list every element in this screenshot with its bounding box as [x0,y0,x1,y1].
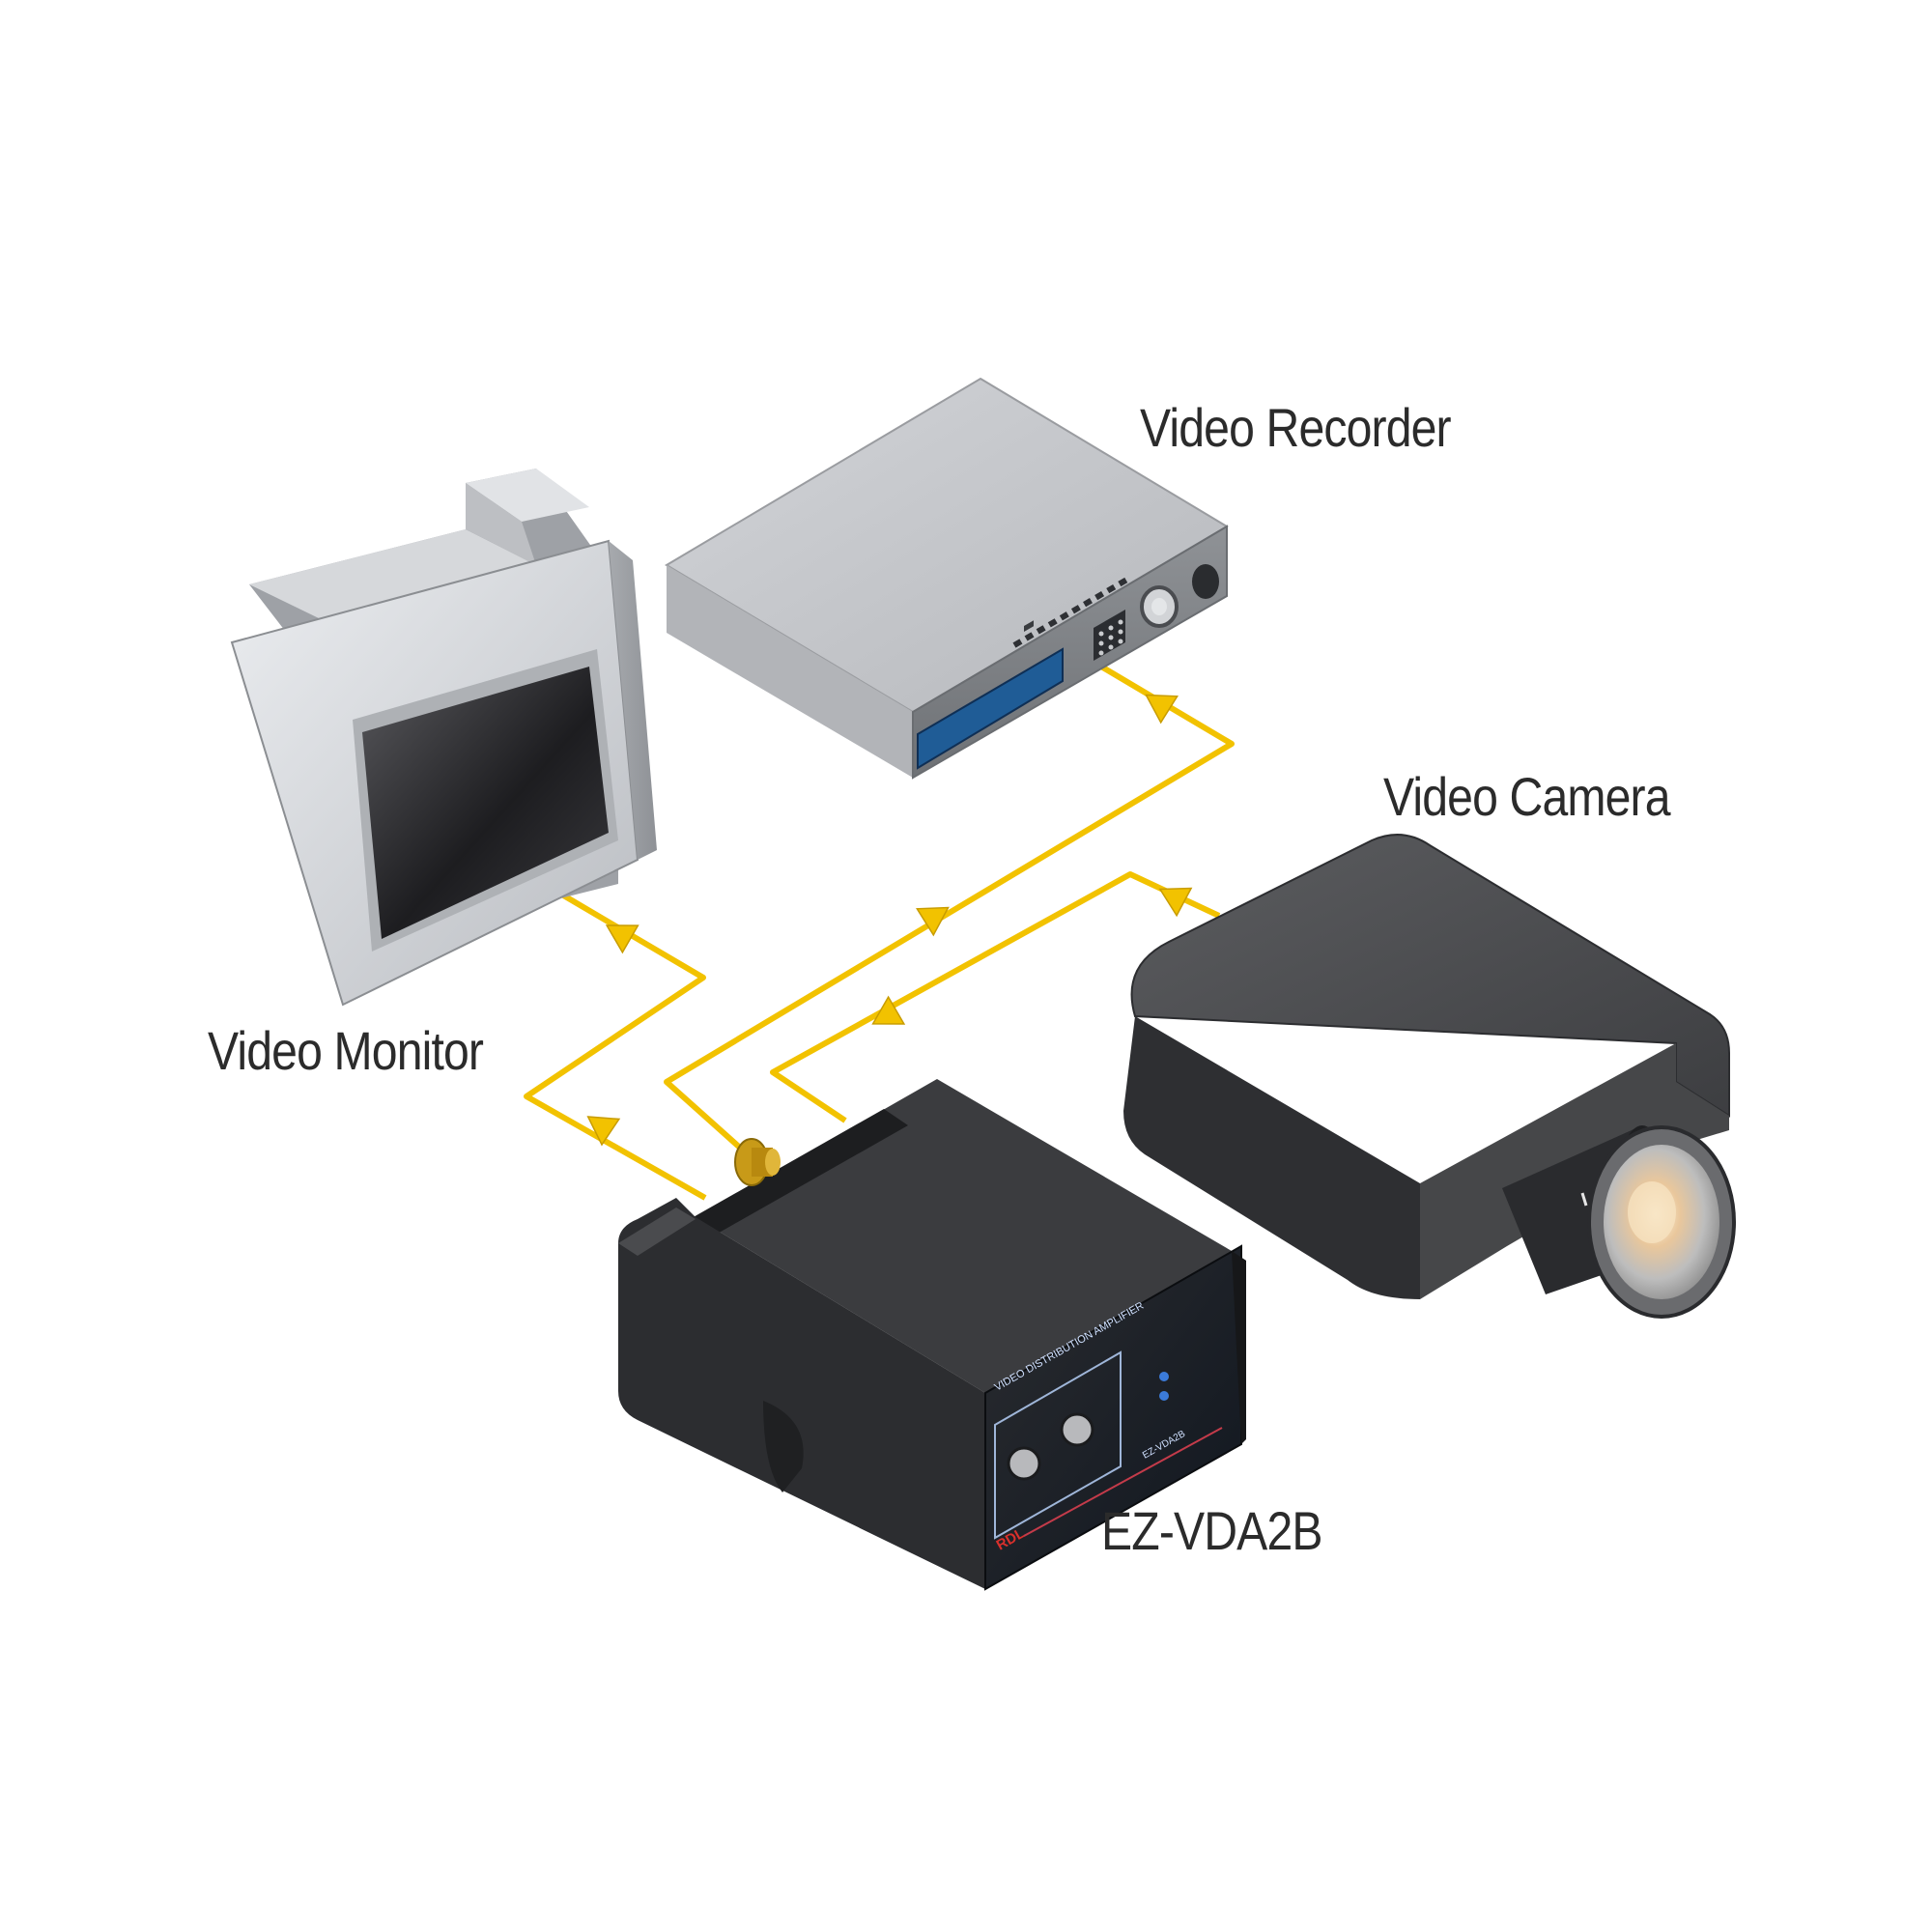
triangle-arrow-icon [1137,681,1179,724]
device-led-icon [1159,1372,1169,1381]
triangle-arrow-icon [579,1103,620,1146]
bnc-connector-icon [734,1138,781,1186]
recorder-knob-icon [1192,564,1219,599]
device-knob-icon [1007,1446,1041,1481]
recorder-display [917,647,1064,770]
label-video-recorder: Video Recorder [1140,397,1452,458]
monitor-screen [362,667,609,939]
video-camera [1123,834,1736,1319]
triangle-arrow-icon [1151,874,1192,917]
recorder-buttons [1024,620,1034,633]
label-video-camera: Video Camera [1383,766,1671,827]
device-knob-icon [1060,1412,1094,1447]
device-led-icon [1159,1391,1169,1401]
recorder-keypad [1094,610,1125,661]
video-recorder [665,377,1229,780]
triangle-arrow-icon [871,996,913,1038]
label-video-monitor: Video Monitor [208,1020,484,1081]
label-device-model: EZ-VDA2B [1101,1500,1322,1561]
ez-vda2b-device: VIDEO DISTRIBUTION AMPLIFIER EZ-VDA2B RD… [618,1079,1246,1591]
video-monitor [230,469,657,1007]
